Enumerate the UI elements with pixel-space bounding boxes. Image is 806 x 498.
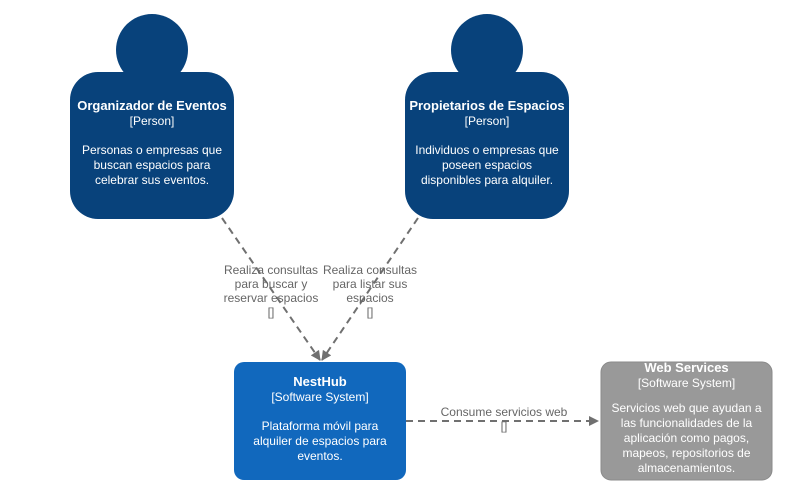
- node-description: Servicios web que ayudan a las funcional…: [611, 401, 762, 475]
- edge-label-text: Consume servicios web: [440, 405, 568, 419]
- edge-label-technology: []: [500, 419, 508, 433]
- edge-label-technology: []: [366, 305, 374, 319]
- person-organizador: [70, 14, 234, 219]
- node-title: Propietarios de Espacios: [409, 98, 565, 113]
- node-title: Organizador de Eventos: [77, 98, 227, 113]
- edge-label-text: Realiza consultas para listar sus espaci…: [322, 263, 418, 305]
- edge-label-text: Realiza consultas para buscar y reservar…: [223, 263, 319, 305]
- node-title: Web Services: [644, 360, 729, 375]
- node-type: [Software System]: [637, 376, 736, 390]
- edge-label-propietarios: Realiza consultas para listar sus espaci…: [318, 263, 422, 319]
- node-organizador: Organizador de Eventos [Person] Personas…: [70, 98, 234, 188]
- node-webservices: Web Services [Software System] Servicios…: [601, 360, 772, 476]
- node-title: NestHub: [293, 374, 347, 389]
- edge-organizador-to-nesthub: [221, 217, 321, 361]
- edge-label-technology: []: [267, 305, 275, 319]
- node-type: [Software System]: [271, 390, 369, 404]
- person-propietarios: [405, 14, 569, 219]
- node-propietarios: Propietarios de Espacios [Person] Indivi…: [405, 98, 569, 188]
- node-type: [Person]: [129, 114, 175, 128]
- system-nesthub-box: [234, 362, 406, 480]
- person-body: [70, 72, 234, 219]
- edge-label-nesthub-webservices: Consume servicios web []: [424, 405, 584, 433]
- person-head-icon: [451, 14, 523, 86]
- node-description: Individuos o empresas que poseen espacio…: [415, 143, 559, 187]
- node-type: [Person]: [464, 114, 510, 128]
- edge-label-organizador: Realiza consultas para buscar y reservar…: [216, 263, 326, 319]
- node-description: Plataforma móvil para alquiler de espaci…: [253, 419, 387, 463]
- node-nesthub: NestHub [Software System] Plataforma móv…: [234, 374, 406, 464]
- edge-propietarios-to-nesthub: [321, 217, 419, 361]
- edge-label-bg-nesthub-webservices: [434, 405, 574, 418]
- person-body: [405, 72, 569, 219]
- system-webservices-box: [600, 361, 773, 481]
- person-head-icon: [116, 14, 188, 86]
- node-description: Personas o empresas que buscan espacios …: [81, 143, 223, 187]
